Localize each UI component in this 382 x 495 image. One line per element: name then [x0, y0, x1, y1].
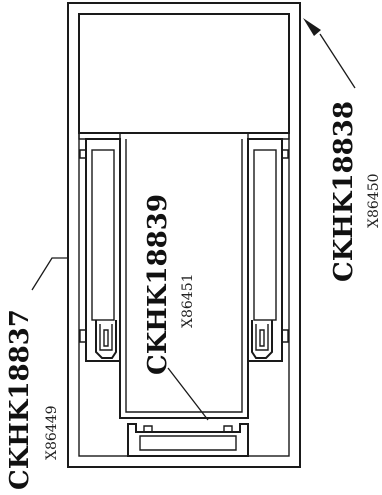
part-code-right: CKHK18838 — [329, 101, 359, 282]
bottom-gasket — [127, 423, 249, 457]
part-code-center: CKHK18839 — [143, 194, 173, 375]
left-insert-channel — [79, 138, 121, 362]
upper-chamber — [78, 13, 290, 140]
part-code-left: CKHK18837 — [5, 309, 35, 490]
leader-line-right — [319, 33, 356, 89]
label-left: CKHK18837 X86449 — [5, 309, 60, 490]
leader-lines — [31, 18, 356, 421]
outer-frame — [67, 2, 301, 468]
label-right: CKHK18838 X86450 — [329, 101, 382, 282]
leader-line-center — [167, 367, 209, 421]
part-ref-right: X86450 — [366, 173, 382, 228]
part-ref-left: X86449 — [44, 405, 60, 460]
right-insert-channel — [247, 138, 289, 362]
label-center: CKHK18839 X86451 — [143, 194, 196, 375]
leader-line-left — [31, 257, 68, 291]
arrow-head-icon — [303, 18, 321, 36]
part-ref-center: X86451 — [180, 273, 196, 328]
